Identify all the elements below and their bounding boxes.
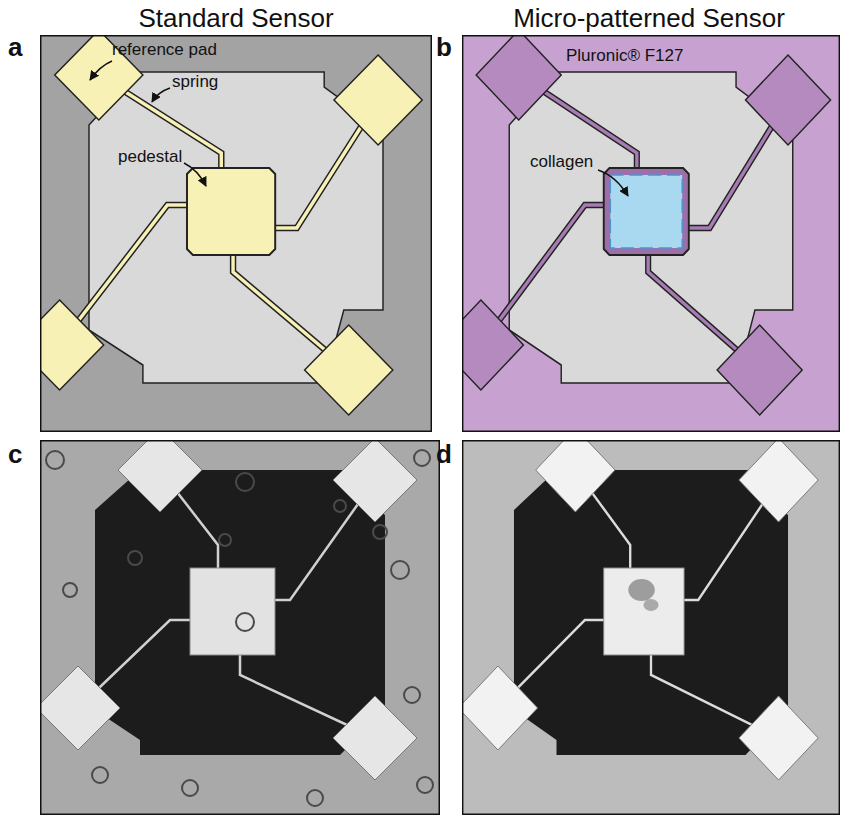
coating-label: Pluronic® F127 [566, 46, 683, 66]
panel-letter: d [436, 440, 452, 470]
panel-letter: c [8, 440, 22, 470]
panel-letter: a [8, 33, 22, 63]
leader-lines [90, 61, 628, 196]
part-label: spring [172, 72, 218, 92]
column-heading: Standard Sensor [40, 4, 432, 34]
panel-letter: b [436, 33, 452, 63]
part-label: collagen [530, 152, 593, 172]
micro-patterned-sensor-photo [458, 428, 840, 815]
micro-patterned-sensor-drawing [438, 30, 840, 432]
part-label: reference pad [112, 40, 217, 60]
standard-sensor-photo [36, 428, 440, 815]
column-heading: Micro-patterned Sensor [460, 4, 838, 34]
part-label: pedestal [118, 147, 182, 167]
standard-sensor-drawing [16, 30, 433, 432]
